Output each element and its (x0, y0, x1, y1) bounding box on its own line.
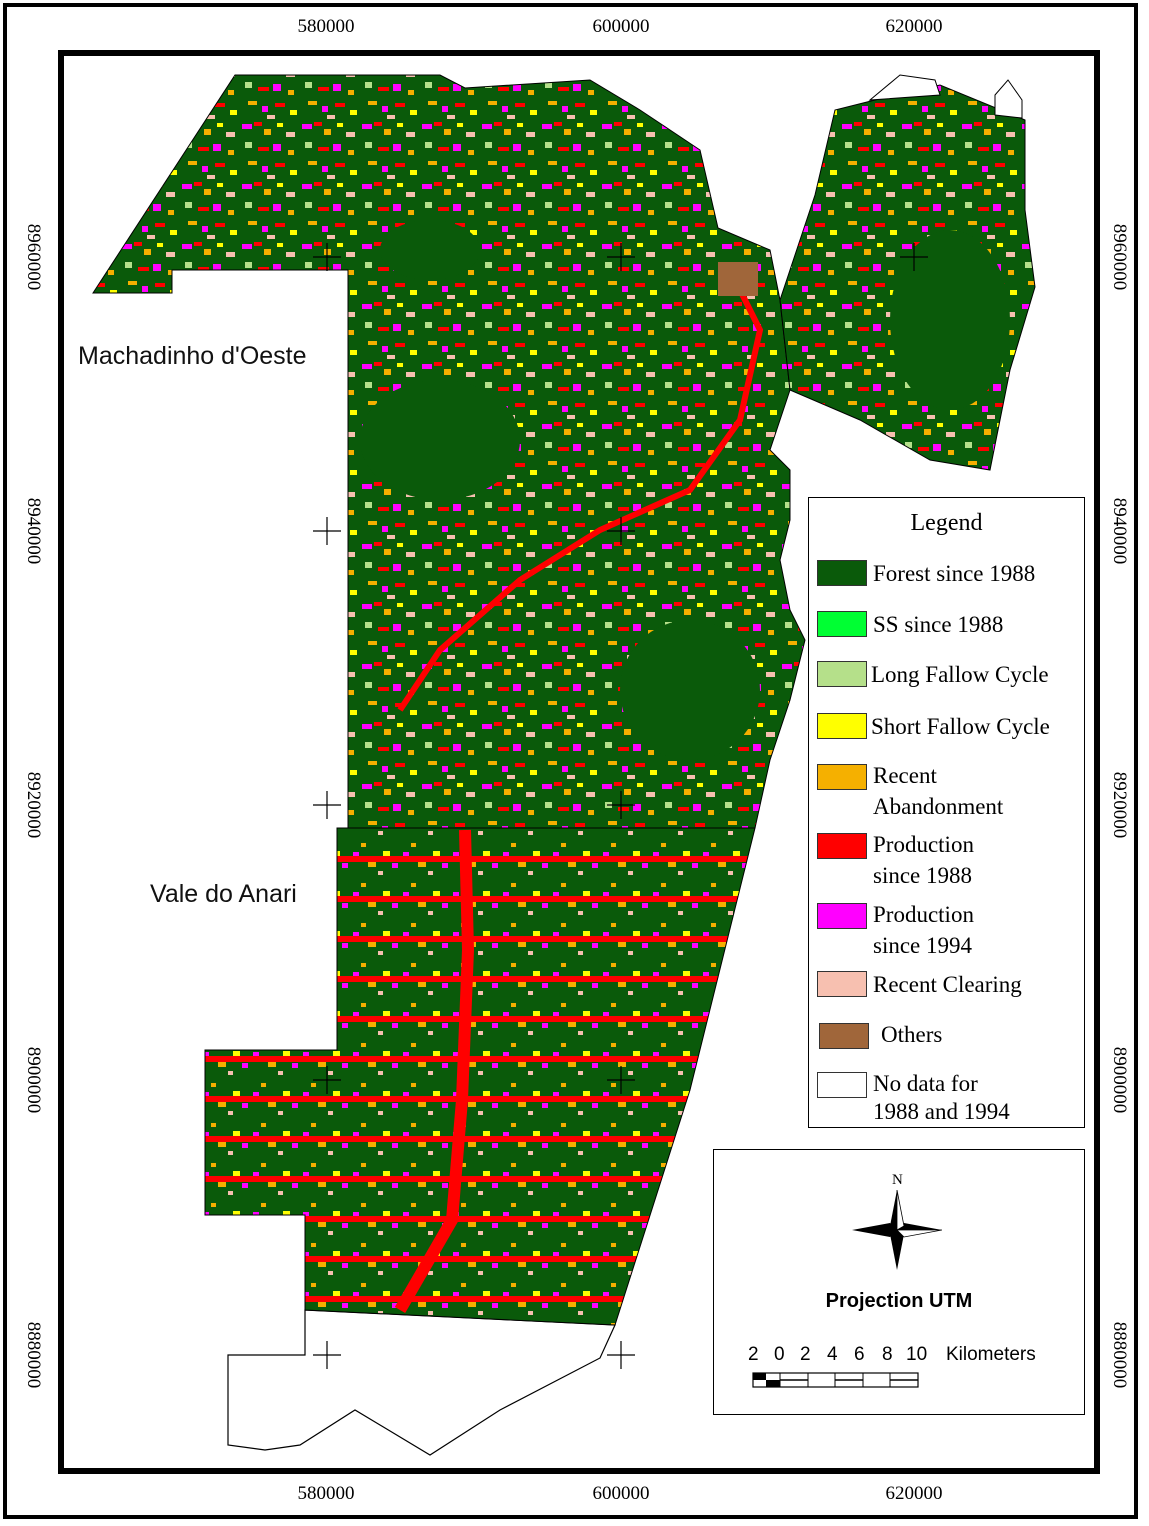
scale-number: 2 (748, 1344, 759, 1365)
region-label-north: Machadinho d'Oeste (78, 342, 307, 370)
legend-item-label: Production (873, 832, 974, 857)
legend-swatch (817, 611, 867, 637)
region-label-south: Vale do Anari (150, 880, 297, 908)
scale-bar (752, 1372, 919, 1388)
scale-number: 0 (774, 1344, 785, 1365)
legend-item-label: Others (881, 1022, 943, 1047)
x-tick-bottom-620000: 620000 (885, 1483, 943, 1504)
legend-item-label: Recent Clearing (873, 972, 1022, 997)
scale-number: 2 (800, 1344, 811, 1365)
legend-item-label: Recent (873, 763, 937, 788)
legend-item-label: SS since 1988 (873, 612, 1004, 637)
legend-title: Legend (910, 510, 983, 536)
map-outer-frame (3, 3, 1138, 1519)
legend-item-label: since 1988 (873, 863, 973, 888)
legend-swatch (819, 1023, 869, 1049)
legend-swatch (817, 1072, 867, 1098)
legend-item-label: 1988 and 1994 (873, 1099, 1010, 1124)
legend-item-label: Production (873, 902, 974, 927)
x-tick-top-620000: 620000 (885, 16, 943, 37)
legend: Legend Forest since 1988 SS since 1988 L… (808, 497, 1085, 1128)
scale-number: 8 (882, 1344, 893, 1365)
legend-item-label: Short Fallow Cycle (871, 714, 1050, 739)
legend-swatch (817, 661, 867, 687)
legend-swatch (817, 903, 867, 929)
map-inner-frame (58, 50, 1100, 1474)
legend-item-label: since 1994 (873, 933, 973, 958)
legend-swatch (817, 560, 867, 586)
scale-number: 10 (906, 1344, 928, 1365)
legend-item-label: Forest since 1988 (873, 561, 1036, 586)
compass-rose-icon (852, 1190, 942, 1270)
legend-item-label: No data for (873, 1071, 978, 1096)
legend-swatch (817, 971, 867, 997)
scale-number: 4 (827, 1344, 838, 1365)
legend-item-label: Long Fallow Cycle (871, 662, 1049, 687)
legend-item-label: Abandonment (873, 794, 1004, 819)
x-tick-top-580000: 580000 (297, 16, 355, 37)
projection-label: Projection UTM (825, 1290, 973, 1312)
x-tick-bottom-600000: 600000 (592, 1483, 650, 1504)
scale-unit: Kilometers (946, 1344, 1036, 1365)
x-tick-bottom-580000: 580000 (297, 1483, 355, 1504)
x-tick-top-600000: 600000 (592, 16, 650, 37)
north-label: N (892, 1172, 903, 1188)
legend-swatch (817, 713, 867, 739)
legend-swatch (817, 833, 867, 859)
map-info-box: N Projection UTM 2 0 2 4 6 8 10 Kilomete… (713, 1149, 1085, 1415)
legend-swatch (817, 764, 867, 790)
scale-number: 6 (854, 1344, 865, 1365)
